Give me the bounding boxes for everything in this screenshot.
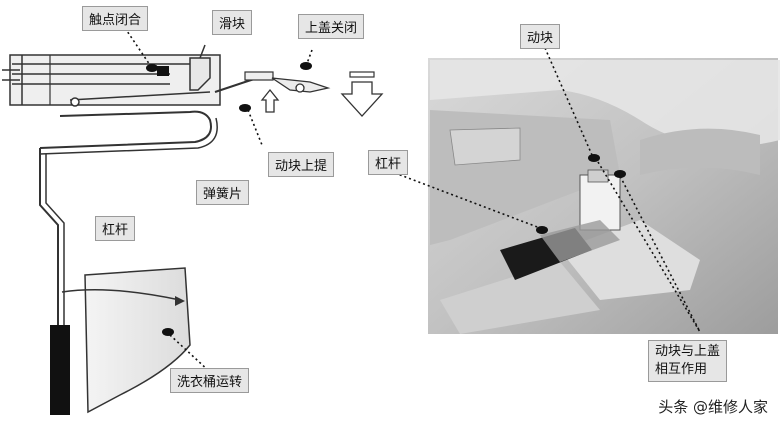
switch-housing xyxy=(2,54,221,107)
label-lever-left: 杠杆 xyxy=(95,216,136,241)
slider-block xyxy=(189,44,211,91)
up-arrow xyxy=(260,88,280,113)
wash-drum xyxy=(61,267,191,414)
spring-leaf-shape xyxy=(39,110,218,155)
left-leaders xyxy=(124,27,313,373)
pointer-hands-right xyxy=(536,154,626,234)
label-contact-closed: 触点闭合 xyxy=(82,6,149,31)
label-interaction: 动块与上盖 相互作用 xyxy=(648,340,728,382)
machine-photo xyxy=(428,58,780,334)
label-interaction-line1: 动块与上盖 xyxy=(655,344,721,359)
lid-lever xyxy=(214,71,331,93)
label-lid-closed: 上盖关闭 xyxy=(298,14,365,39)
pointer-hands-left xyxy=(146,62,312,336)
right-leaders xyxy=(394,47,701,333)
contact-point xyxy=(157,66,169,76)
label-lever-right: 杠杆 xyxy=(368,150,409,175)
label-block-lift: 动块上提 xyxy=(268,152,335,177)
label-interaction-line2: 相互作用 xyxy=(655,362,708,377)
label-spring-leaf: 弹簧片 xyxy=(196,180,250,205)
lever-rod xyxy=(39,148,70,415)
down-arrow xyxy=(340,71,384,117)
watermark: 头条 @维修人家 xyxy=(658,398,768,416)
label-slider: 滑块 xyxy=(212,10,253,35)
label-moving-block: 动块 xyxy=(520,24,561,49)
label-drum-running: 洗衣桶运转 xyxy=(170,368,250,393)
lever-weight xyxy=(50,325,70,415)
